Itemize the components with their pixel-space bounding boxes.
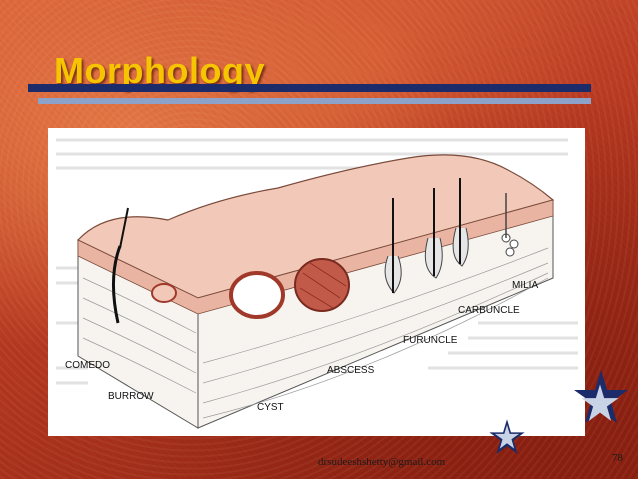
star-icon xyxy=(580,383,620,423)
star-icon xyxy=(494,424,520,450)
diagram-svg: MILIA CARBUNCLE FURUNCLE COMEDO ABSCESS … xyxy=(48,128,585,436)
title-underline-light xyxy=(38,98,591,104)
label-milia: MILIA xyxy=(512,280,538,291)
label-comedo: COMEDO xyxy=(65,360,110,371)
label-abscess: ABSCESS xyxy=(327,365,375,376)
label-carbuncle: CARBUNCLE xyxy=(458,305,520,316)
title-underline-dark xyxy=(28,84,591,92)
cyst-lesion xyxy=(231,273,283,317)
page-number: 78 xyxy=(612,452,623,464)
burrow-lesion xyxy=(152,284,176,302)
abscess-lesion xyxy=(295,259,349,311)
label-burrow: BURROW xyxy=(108,391,154,402)
label-cyst: CYST xyxy=(257,402,284,413)
skin-lesion-diagram: MILIA CARBUNCLE FURUNCLE COMEDO ABSCESS … xyxy=(48,128,585,436)
footer-email: drsudeeshshetty@gmail.com xyxy=(318,456,445,468)
label-furuncle: FURUNCLE xyxy=(403,335,458,346)
